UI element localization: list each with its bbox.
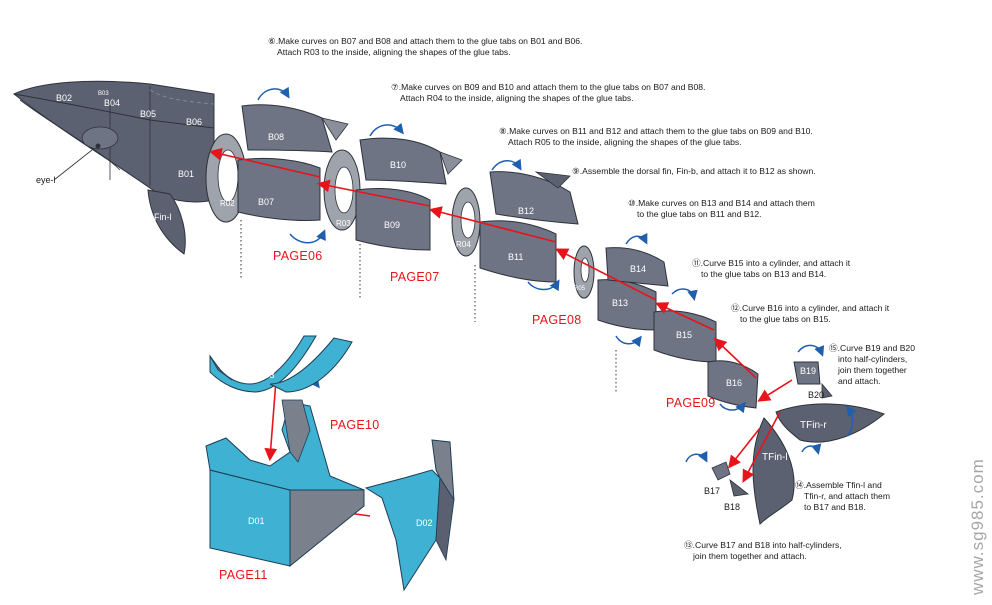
label-b19: B19 — [800, 366, 816, 376]
eye-leader — [53, 149, 93, 181]
label-b17: B17 — [704, 486, 720, 496]
page-ref-09: PAGE09 — [666, 396, 716, 410]
whale-head — [13, 80, 215, 203]
step-12: ⑫.Curve B16 into a cylinder, and attach … — [731, 303, 890, 324]
external-labels: eye-l B20 B17 B18 — [36, 175, 824, 512]
label-r02: R02 — [220, 199, 235, 208]
glue-tab — [439, 151, 463, 175]
page-ref-11: PAGE11 — [219, 568, 268, 582]
part-labels: B02 B03 B04 B05 B06 B01 Fin-l R02 B08 B0… — [56, 91, 827, 528]
label-r03: R03 — [336, 219, 351, 228]
pectoral-fin — [147, 189, 186, 255]
part-b19-shape — [793, 361, 821, 385]
step-8: ⑧.Make curves on B11 and B12 and attach … — [499, 126, 813, 147]
label-b01: B01 — [178, 169, 194, 179]
stand-d02 — [364, 439, 455, 592]
part-b18-shape — [729, 478, 749, 497]
label-d03: D03 — [258, 370, 275, 380]
label-b05: B05 — [140, 109, 156, 119]
part-b10-shape — [359, 137, 447, 185]
label-b11: B11 — [508, 252, 523, 262]
part-b17-shape — [711, 461, 731, 481]
step-14: ⑭.Assemble Tfin-l and Tfin-r, and attach… — [795, 480, 890, 512]
label-d02: D02 — [416, 518, 433, 528]
label-b18: B18 — [724, 502, 740, 512]
label-b09: B09 — [384, 220, 400, 230]
label-b20: B20 — [808, 390, 824, 400]
stand-d01 — [205, 399, 365, 568]
step-10: ⑩.Make curves on B13 and B14 and attach … — [628, 198, 815, 219]
label-b08: B08 — [268, 132, 284, 142]
page-ref-07: PAGE07 — [390, 270, 440, 284]
label-b07: B07 — [258, 197, 274, 207]
part-b16-shape — [707, 360, 759, 409]
label-tfin-r: TFin-r — [800, 420, 827, 431]
step-9: ⑨.Assemble the dorsal fin, Fin-b, and at… — [572, 166, 816, 176]
part-b07-shape — [237, 157, 321, 222]
dorsal-fin-b — [534, 171, 571, 189]
label-b10: B10 — [390, 160, 406, 170]
part-b08-shape — [241, 104, 333, 153]
label-b16: B16 — [726, 378, 742, 388]
label-b03: B03 — [98, 91, 109, 97]
label-r05: R05 — [574, 286, 586, 292]
label-b06: B06 — [186, 117, 202, 127]
part-b20-shape — [821, 382, 833, 399]
label-tfin-l: TFin-l — [762, 452, 788, 463]
step-7: ⑦.Make curves on B09 and B10 and attach … — [391, 82, 706, 103]
step-11: ⑪.Curve B15 into a cylinder, and attach … — [692, 258, 851, 279]
label-b13: B13 — [612, 298, 628, 308]
label-b15: B15 — [676, 330, 692, 340]
page-ref-10: PAGE10 — [330, 418, 380, 432]
ring-r03 — [323, 149, 361, 231]
label-b04: B04 — [104, 98, 120, 108]
part-b09-shape — [355, 187, 431, 251]
glue-tab — [321, 117, 349, 141]
page-ref-08: PAGE08 — [532, 313, 582, 327]
tail-fin-right — [775, 403, 886, 443]
label-b12: B12 — [518, 206, 534, 216]
label-r04: R04 — [456, 240, 471, 249]
step-15: ⑮.Curve B19 and B20 into half-cylinders,… — [829, 343, 915, 386]
label-b02: B02 — [56, 93, 72, 103]
label-d01: D01 — [248, 516, 265, 526]
step-6: ⑥.Make curves on B07 and B08 and attach … — [268, 36, 583, 57]
label-fin-l: Fin-l — [154, 212, 172, 222]
tail-fin-left — [752, 417, 795, 526]
label-eye: eye-l — [36, 175, 56, 185]
watermark: www.sg985.com — [968, 458, 987, 595]
label-b14: B14 — [630, 264, 646, 274]
step-13: ⑬.Curve B17 and B18 into half-cylinders,… — [684, 540, 842, 561]
page-ref-06: PAGE06 — [273, 249, 323, 263]
stand-d03 — [209, 335, 353, 393]
page-leader-lines — [240, 220, 617, 392]
